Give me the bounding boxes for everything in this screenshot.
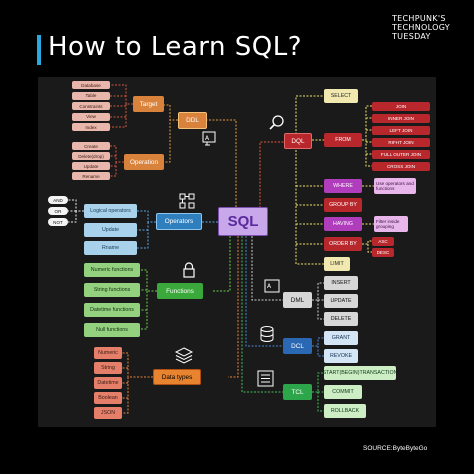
join-type-item[interactable]: JOIN	[372, 102, 430, 111]
ddl-target-item[interactable]: Table	[72, 91, 110, 100]
edge-sql-dml	[251, 236, 283, 301]
dml-item[interactable]: INSERT	[324, 276, 358, 290]
ddl-operation-item[interactable]: Create	[72, 142, 110, 150]
function-item[interactable]: Null functions	[84, 323, 140, 337]
dcl-item[interactable]: GRANT	[324, 331, 358, 345]
datatype-item[interactable]: Numeric	[94, 347, 122, 359]
from-node[interactable]: FROM	[324, 133, 362, 147]
datatypes-node[interactable]: Data types	[153, 369, 201, 385]
edge-sql-functions	[213, 236, 231, 292]
brand-line-3: TUESDAY	[392, 32, 431, 41]
join-type-item[interactable]: FULL OUTER JOIN	[372, 150, 430, 159]
svg-text:A: A	[205, 135, 210, 142]
orderby-node[interactable]: ORDER BY	[324, 237, 362, 251]
document-plus-icon: A	[202, 131, 216, 146]
ddl-operation-item[interactable]: Rename	[72, 172, 110, 180]
ddl-operation-item[interactable]: Delete(drop)	[72, 152, 110, 160]
order-direction-item[interactable]: ASC	[372, 237, 394, 246]
card-icon: A	[264, 279, 280, 293]
limit-node[interactable]: LIMIT	[324, 257, 350, 271]
datatype-item[interactable]: String	[94, 362, 122, 374]
logical-operator-item[interactable]: OR	[48, 207, 68, 215]
brand-line-2: TECHNOLOGY	[392, 23, 450, 32]
dcl-node[interactable]: DCL	[283, 338, 312, 354]
function-item[interactable]: String functions	[84, 283, 140, 297]
join-type-item[interactable]: RIFHT JOIN	[372, 138, 430, 147]
tcl-item[interactable]: COMMIT	[324, 385, 362, 399]
join-type-item[interactable]: INNER JOIN	[372, 114, 430, 123]
function-item[interactable]: Datetime functions	[84, 303, 140, 317]
datatype-item[interactable]: Boolean	[94, 392, 122, 404]
datatype-item[interactable]: JSON	[94, 407, 122, 419]
edge-sql-datatypes	[228, 236, 239, 378]
tcl-item[interactable]: ROLLBACK	[324, 404, 366, 418]
logical-operator-item[interactable]: NOT	[48, 218, 68, 226]
target-node[interactable]: Target	[133, 96, 164, 112]
logical-operator-item[interactable]: AND	[48, 196, 68, 204]
edge-sql-dcl	[245, 236, 283, 347]
where-node[interactable]: WHERE	[324, 179, 362, 193]
select-node[interactable]: SELECT	[324, 89, 358, 103]
brand-logo: TECHPUNK'S TECHNOLOGY TUESDAY	[392, 14, 470, 41]
function-item[interactable]: Numeric functions	[84, 263, 140, 277]
source-credit: SOURCE:ByteByteGo	[363, 445, 428, 452]
operators-node[interactable]: Operators	[156, 213, 202, 230]
ddl-node[interactable]: DDL	[178, 112, 207, 129]
ddl-target-item[interactable]: Constraints	[72, 102, 110, 110]
ddl-target-item[interactable]: Index	[72, 123, 110, 131]
database-icon	[260, 326, 274, 342]
having-note: Filter inside grouping	[374, 216, 408, 232]
operation-node[interactable]: Operation	[124, 154, 164, 170]
sql-center-node[interactable]: SQL	[218, 207, 268, 236]
datatype-item[interactable]: Datetime	[94, 377, 122, 389]
svg-text:A: A	[267, 283, 272, 290]
brand-line-1: TECHPUNK'S	[392, 14, 446, 23]
dcl-item[interactable]: REVOKE	[324, 349, 358, 363]
search-icon	[269, 115, 284, 130]
update-operator-node[interactable]: Update	[84, 223, 137, 237]
page-title: How to Learn SQL?	[48, 32, 303, 62]
join-type-item[interactable]: LEFT JOIN	[372, 126, 430, 135]
order-direction-item[interactable]: DESC	[372, 248, 394, 257]
list-icon	[257, 370, 274, 387]
functions-node[interactable]: Functions	[157, 283, 203, 299]
tcl-node[interactable]: TCL	[283, 384, 312, 400]
rename-operator-node[interactable]: Rname	[84, 241, 137, 255]
where-note: Use operators and functions	[374, 178, 416, 194]
lock-icon	[183, 262, 195, 278]
dql-node[interactable]: DQL	[284, 133, 312, 149]
network-icon	[179, 193, 195, 209]
ddl-target-item[interactable]: Database	[72, 81, 110, 89]
dml-item[interactable]: DELETE	[324, 312, 358, 326]
groupby-node[interactable]: GROUP BY	[324, 198, 362, 212]
logical-operators-node[interactable]: Logical operators	[84, 204, 137, 218]
edge-sql-tcl	[241, 236, 283, 393]
ddl-target-item[interactable]: View	[72, 112, 110, 121]
ddl-operation-item[interactable]: Update	[72, 162, 110, 170]
edge-sql-dql	[248, 141, 284, 211]
dml-node[interactable]: DML	[283, 292, 312, 308]
layers-icon	[174, 347, 194, 364]
edge-sql-ddl	[207, 119, 237, 207]
dml-item[interactable]: UPDATE	[324, 294, 358, 308]
having-node[interactable]: HAVING	[324, 217, 362, 231]
title-accent-bar	[37, 35, 41, 65]
tcl-item[interactable]: START(BEGIN)TRANSACTION	[324, 366, 396, 380]
join-type-item[interactable]: CROSS JOIN	[372, 162, 430, 171]
